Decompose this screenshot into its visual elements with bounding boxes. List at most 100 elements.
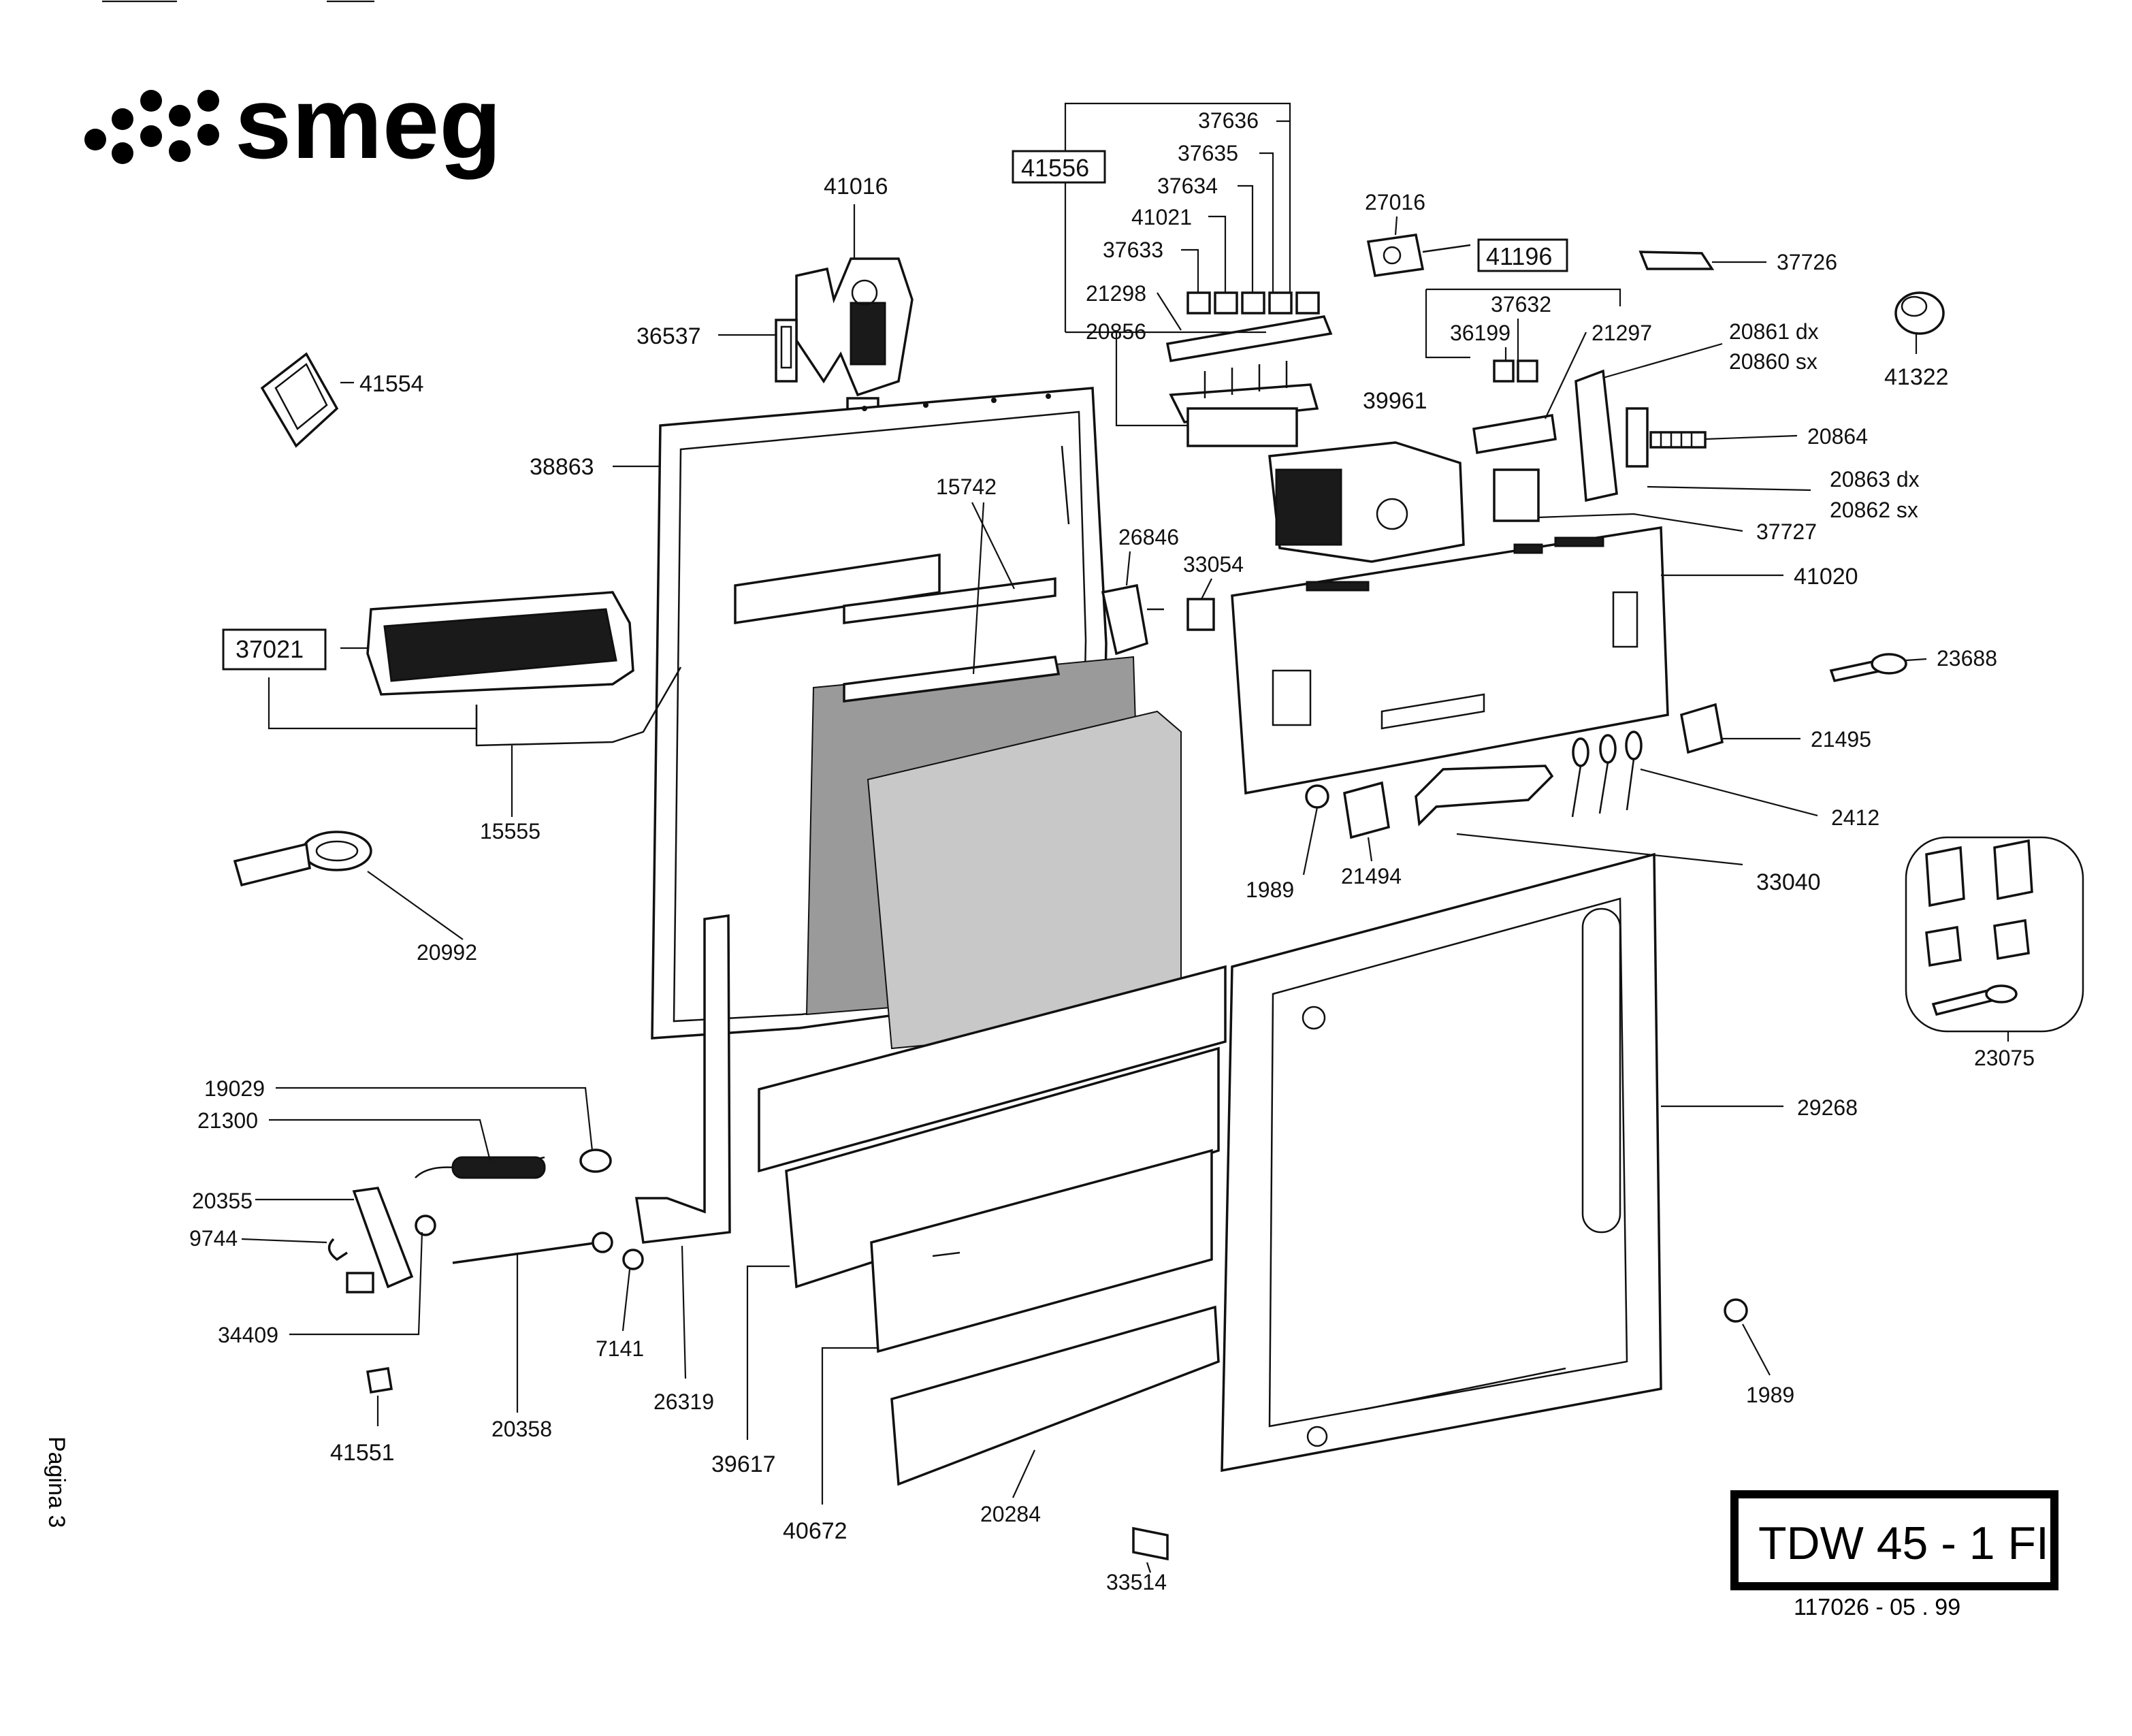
part-7141-screw: [622, 1249, 644, 1270]
label-20862: 20862 sx: [1830, 498, 1918, 522]
label-15555: 15555: [480, 819, 540, 843]
part-19029-cam: [579, 1148, 612, 1173]
label-37633: 37633: [1103, 238, 1163, 262]
label-20355: 20355: [192, 1189, 253, 1213]
part-34409-screw: [346, 1272, 374, 1293]
part-41551-foot: [366, 1366, 393, 1394]
label-37727: 37727: [1756, 519, 1817, 544]
boxed-ref-41556: 41556: [1012, 150, 1106, 184]
label-2412: 2412: [1831, 805, 1879, 830]
part-20992-connector: [233, 831, 372, 887]
part-37021-control-module: [366, 591, 634, 696]
label-37726: 37726: [1777, 250, 1837, 274]
brand-wordmark: smeg: [235, 65, 502, 180]
label-23075: 23075: [1974, 1046, 2035, 1070]
label-36199: 36199: [1450, 321, 1511, 345]
page-label: Pagina 3: [44, 1436, 69, 1528]
label-20358: 20358: [491, 1417, 552, 1441]
label-41322: 41322: [1884, 364, 1949, 390]
part-26319-hinge-arm: [634, 914, 731, 1244]
part-21495-cover: [1679, 703, 1724, 754]
part-21494-plate: [1343, 781, 1390, 839]
document-code: 117026 - 05 . 99: [1794, 1594, 1960, 1620]
part-1989-foot: [1305, 784, 1329, 809]
label-20284: 20284: [980, 1502, 1041, 1526]
label-40672: 40672: [783, 1518, 847, 1544]
boxed-ref-41196: 41196: [1477, 238, 1568, 272]
model-name: TDW 45 - 1 FI: [1758, 1517, 2049, 1569]
part-41322-knob: [1894, 291, 1945, 335]
label-21297: 21297: [1592, 321, 1652, 345]
part-15742-rails: [734, 553, 1061, 703]
part-33054-connector: [1186, 598, 1215, 631]
part-20358-rod: [452, 1232, 613, 1264]
part-15555-cable: [475, 666, 682, 747]
label-39961: 39961: [1363, 388, 1427, 414]
part-41016-door-lock: [795, 257, 914, 417]
label-37636: 37636: [1198, 108, 1259, 133]
label-20856: 20856: [1086, 319, 1146, 344]
label-41016: 41016: [824, 174, 888, 199]
label-36537: 36537: [636, 323, 701, 349]
part-26846-bracket: [1101, 583, 1164, 656]
part-41020-control-panel: [1231, 526, 1669, 795]
label-41554: 41554: [359, 371, 424, 397]
screw: [415, 1215, 436, 1236]
label-27016: 27016: [1365, 190, 1425, 214]
model-title-block: TDW 45 - 1 FI 117026 - 05 . 99: [1730, 1490, 2058, 1620]
label-33040: 33040: [1756, 869, 1821, 895]
part-41196-switch-group: [1472, 359, 1649, 522]
label-23688: 23688: [1937, 646, 1997, 671]
label-39617: 39617: [711, 1451, 776, 1477]
part-20864-bolt: [1649, 431, 1707, 449]
part-29268-outer-door: [1221, 852, 1662, 1473]
label-20860: 20860 sx: [1729, 349, 1818, 374]
label-41551: 41551: [330, 1440, 395, 1466]
part-33514-bracket: [1132, 1526, 1169, 1561]
part-23075-kit: [1905, 836, 2084, 1033]
label-21300: 21300: [197, 1108, 258, 1133]
part-27016-switch: [1366, 234, 1471, 277]
part-39961-timer: [1268, 441, 1465, 563]
part-39617-inner-liner: [758, 965, 1227, 1289]
label-33514: 33514: [1106, 1570, 1167, 1594]
part-20355-hinge-plate: [352, 1187, 414, 1289]
part-1989-foot-lower: [1724, 1298, 1748, 1323]
svg-text:37021: 37021: [236, 635, 304, 663]
part-33040-handle: [1415, 765, 1554, 826]
label-19029: 19029: [204, 1076, 265, 1101]
label-20992: 20992: [417, 940, 477, 965]
label-20863: 20863 dx: [1830, 467, 1920, 492]
boxed-ref-37021: 37021: [222, 628, 327, 671]
label-29268: 29268: [1797, 1095, 1858, 1120]
svg-text:41556: 41556: [1021, 154, 1089, 182]
label-20864: 20864: [1807, 424, 1868, 449]
label-1989-lower: 1989: [1746, 1383, 1794, 1407]
part-37726-plate: [1638, 251, 1715, 270]
part-2412-lamps: [1571, 730, 1643, 818]
part-41554-card: [260, 352, 339, 448]
label-37632: 37632: [1491, 292, 1551, 317]
part-23688-key: [1829, 653, 1907, 683]
label-26846: 26846: [1118, 525, 1179, 549]
label-21494: 21494: [1341, 864, 1402, 888]
part-labels: 37636 37635 37634 41021 37633 21298 2085…: [189, 108, 2035, 1594]
label-9744: 9744: [189, 1226, 238, 1251]
part-41556-button-assembly: [1165, 291, 1333, 447]
svg-text:41196: 41196: [1486, 242, 1552, 270]
label-41020: 41020: [1794, 564, 1858, 590]
label-37634: 37634: [1157, 174, 1218, 198]
label-20861: 20861 dx: [1729, 319, 1819, 344]
label-34409: 34409: [218, 1323, 278, 1347]
label-37635: 37635: [1178, 141, 1238, 165]
leader-lines: [241, 102, 2009, 1573]
part-40672-panel: [870, 1148, 1213, 1353]
label-38863: 38863: [530, 454, 594, 480]
smeg-logo: smeg: [84, 65, 502, 180]
insulation-panel: [805, 656, 1182, 1050]
label-21495: 21495: [1811, 727, 1871, 752]
label-15742: 15742: [936, 475, 997, 499]
label-1989-upper: 1989: [1246, 878, 1294, 902]
